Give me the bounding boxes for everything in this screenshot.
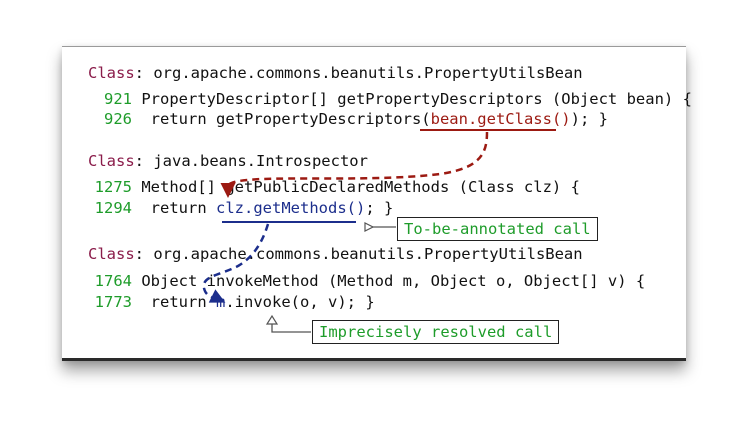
pointer-imprecisely-resolved bbox=[271, 322, 311, 333]
code-text: PropertyDescriptor[] getPropertyDescript… bbox=[132, 90, 692, 108]
pointer-arrowhead bbox=[265, 314, 279, 325]
block2-class-header: Class: java.beans.Introspector bbox=[88, 151, 368, 171]
class-name: : org.apache.commons.beanutils.PropertyU… bbox=[134, 64, 583, 82]
line-number: 1294 bbox=[94, 199, 132, 217]
callout-imprecisely-resolved: Imprecisely resolved call bbox=[312, 320, 560, 344]
class-keyword: Class bbox=[88, 245, 135, 263]
code-text: .invoke(o, v); } bbox=[225, 293, 375, 311]
call-clz-getmethods: clz.getMethods() bbox=[216, 199, 366, 217]
code-text: return bbox=[132, 293, 216, 311]
block3-line-1773: 1773 return m.invoke(o, v); } bbox=[88, 292, 375, 312]
code-text: Method[] getPublicDeclaredMethods (Class… bbox=[132, 178, 580, 196]
class-name: : org.apache.commons.beanutils.PropertyU… bbox=[134, 245, 583, 263]
code-text: ; } bbox=[365, 199, 394, 217]
class-keyword: Class bbox=[88, 64, 135, 82]
block2-line-1294: 1294 return clz.getMethods(); } bbox=[88, 198, 394, 218]
line-number: 1764 bbox=[94, 272, 132, 290]
pointer-arrowhead bbox=[364, 222, 375, 232]
code-text: ); } bbox=[570, 110, 608, 128]
call-bean-getclass: bean.getClass() bbox=[430, 110, 571, 128]
block2-line-1275: 1275 Method[] getPublicDeclaredMethods (… bbox=[88, 177, 580, 197]
code-snippet-card bbox=[62, 46, 686, 361]
block3-line-1764: 1764 Object invokeMethod (Method m, Obje… bbox=[88, 271, 646, 291]
callout-to-be-annotated: To-be-annotated call bbox=[397, 217, 598, 241]
class-keyword: Class bbox=[88, 152, 135, 170]
code-text: return bbox=[132, 199, 216, 217]
line-number: 921 bbox=[104, 90, 132, 108]
code-text: Object invokeMethod (Method m, Object o,… bbox=[132, 272, 646, 290]
block1-line-921: 921 PropertyDescriptor[] getPropertyDesc… bbox=[88, 89, 692, 109]
block1-class-header: Class: org.apache.commons.beanutils.Prop… bbox=[88, 63, 583, 83]
block3-class-header: Class: org.apache.commons.beanutils.Prop… bbox=[88, 244, 583, 264]
blue-dashed-arrow bbox=[202, 223, 270, 303]
line-number: 1275 bbox=[94, 178, 132, 196]
line-number: 926 bbox=[104, 110, 132, 128]
red-dashed-arrow bbox=[220, 131, 489, 198]
block1-line-926: 926 return getPropertyDescriptors(bean.g… bbox=[88, 109, 608, 129]
line-number: 1773 bbox=[94, 293, 132, 311]
class-name: : java.beans.Introspector bbox=[134, 152, 368, 170]
code-text: return getPropertyDescriptors( bbox=[132, 110, 431, 128]
